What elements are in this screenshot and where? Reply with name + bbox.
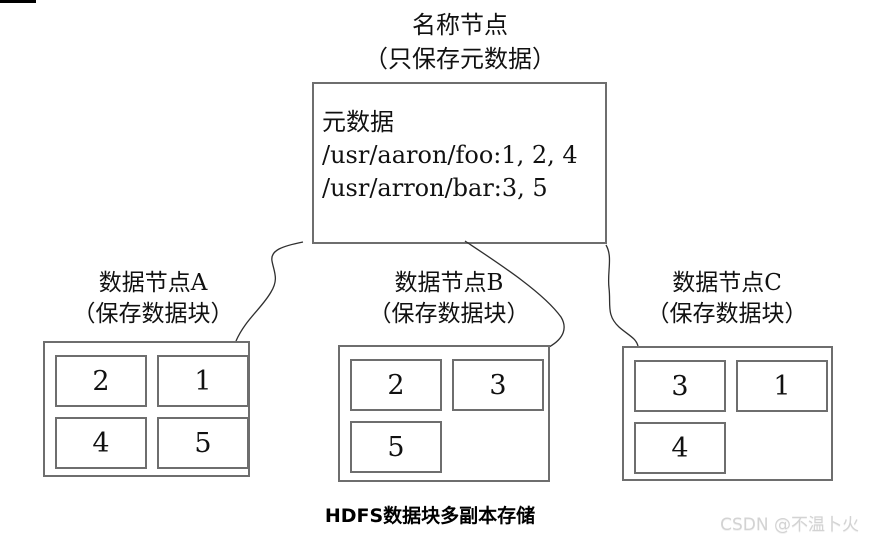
datanode-b-title-line1: 数据节点B [394, 270, 504, 296]
data-block: 3 [634, 360, 726, 412]
datanode-b-box: 2 3 5 [338, 345, 550, 482]
datanode-a-title-line1: 数据节点A [98, 270, 208, 296]
datanode-b-title-line2: （保存数据块） [368, 301, 530, 327]
datanode-c-title-line1: 数据节点C [672, 270, 782, 296]
datanode-c-title-line2: （保存数据块） [646, 301, 808, 327]
namenode-title-line2: （只保存元数据） [364, 45, 556, 73]
datanode-a-title-line2: （保存数据块） [72, 301, 234, 327]
data-block: 3 [452, 359, 544, 411]
namenode-title-line1: 名称节点 [412, 11, 508, 39]
datanode-b-title: 数据节点B （保存数据块） [339, 268, 559, 330]
data-block: 5 [350, 421, 442, 473]
data-block: 2 [55, 355, 147, 407]
datanode-c-box: 3 1 4 [622, 346, 833, 481]
data-block: 5 [157, 417, 249, 469]
data-block: 1 [736, 360, 828, 412]
data-block: 4 [55, 417, 147, 469]
data-block: 2 [350, 359, 442, 411]
metadata-entry: /usr/aaron/foo:1, 2, 4 [322, 141, 578, 169]
diagram-caption: HDFS数据块多副本存储 [324, 505, 536, 527]
metadata-heading: 元数据 [322, 108, 394, 136]
datanode-c-title: 数据节点C （保存数据块） [617, 268, 837, 330]
namenode-metadata-box: 元数据 /usr/aaron/foo:1, 2, 4 /usr/arron/ba… [312, 82, 607, 244]
data-block: 4 [634, 422, 726, 474]
csdn-watermark: CSDN @不温卜火 [720, 515, 859, 535]
data-block: 1 [157, 355, 249, 407]
datanode-a-title: 数据节点A （保存数据块） [43, 268, 263, 330]
namenode-title: 名称节点 （只保存元数据） [270, 8, 650, 76]
metadata-entry: /usr/arron/bar:3, 5 [322, 174, 548, 202]
stray-top-left-mark [0, 0, 36, 3]
datanode-a-box: 2 1 4 5 [43, 341, 250, 477]
